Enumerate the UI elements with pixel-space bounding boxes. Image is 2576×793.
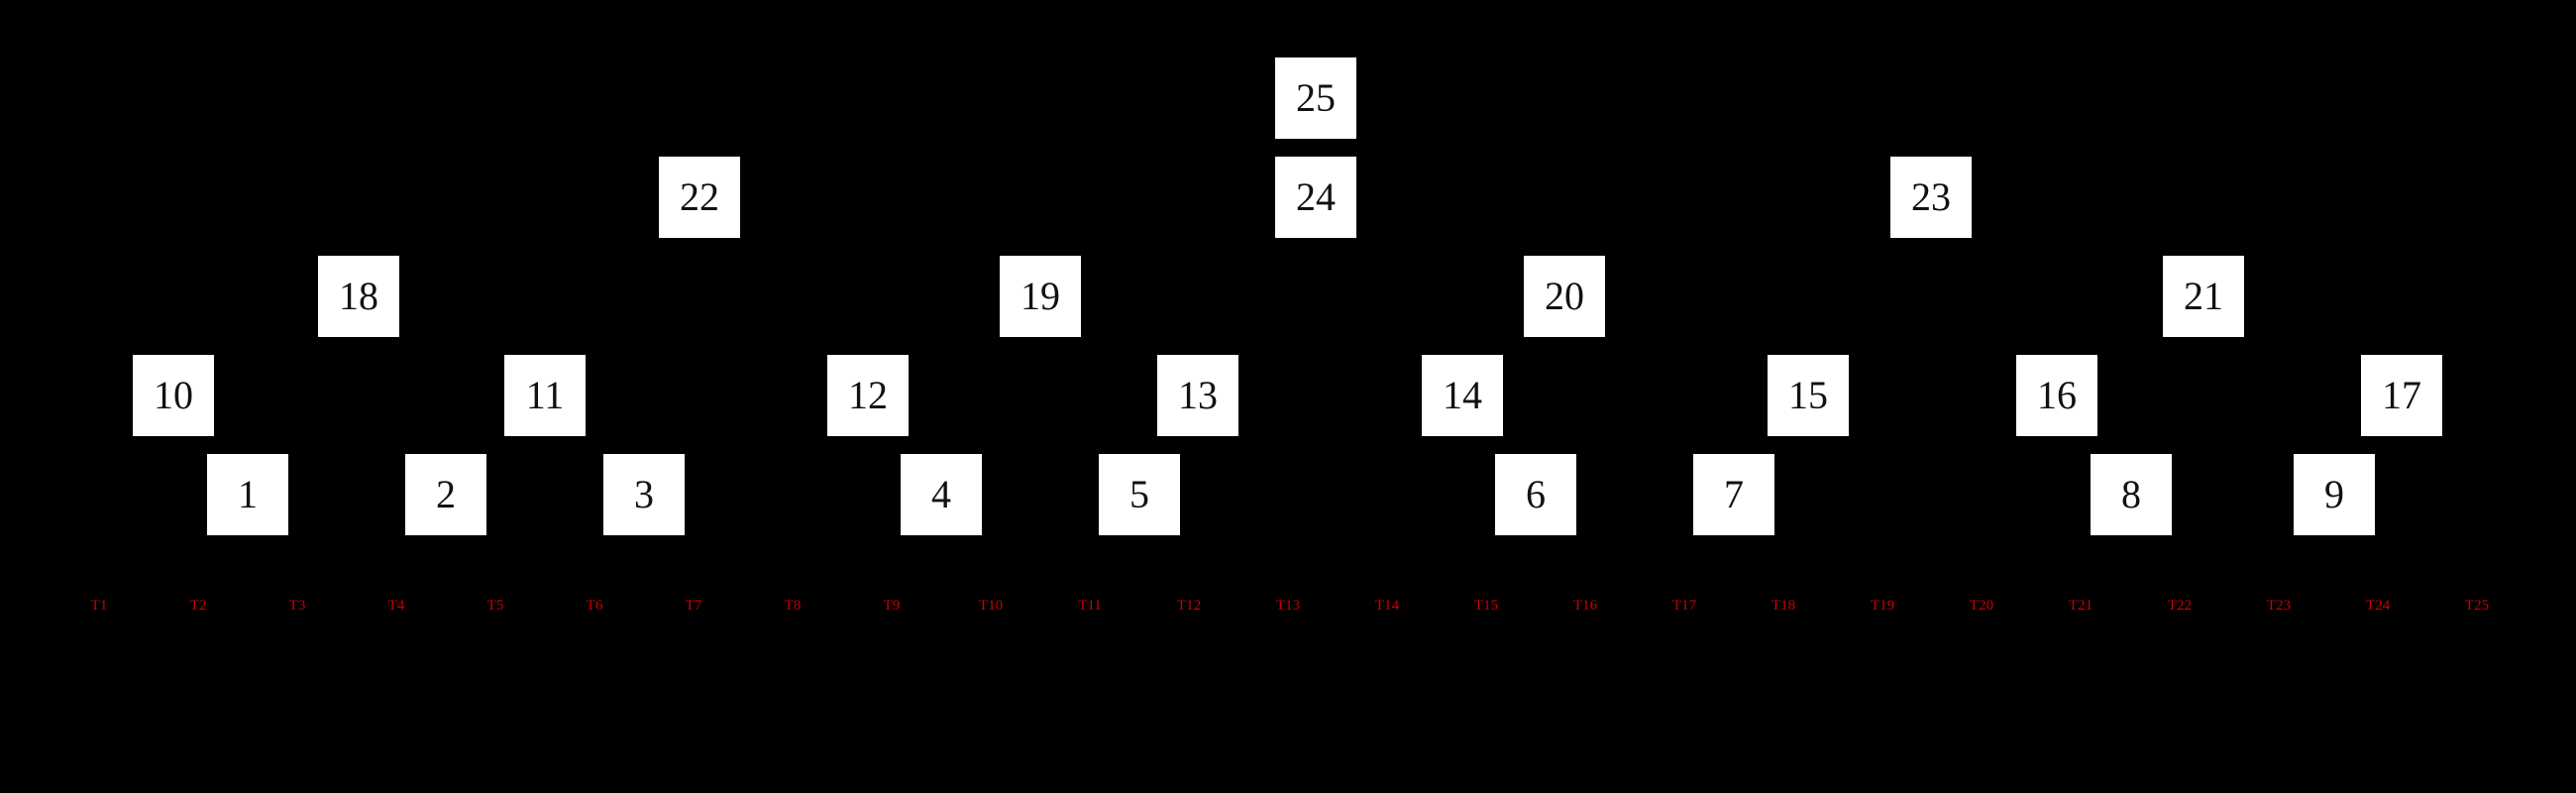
axis-tick-label: T3 — [288, 598, 306, 614]
axis-tick-label: T18 — [1771, 598, 1796, 614]
node-box[interactable]: 8 — [2091, 454, 2172, 535]
node-box[interactable]: 11 — [504, 355, 586, 436]
axis-tick-label: T11 — [1078, 598, 1102, 614]
axis-tick-label: T17 — [1671, 598, 1697, 614]
node-box[interactable]: 16 — [2016, 355, 2097, 436]
node-box[interactable]: 17 — [2361, 355, 2442, 436]
axis-tick-label: T13 — [1275, 598, 1301, 614]
axis-tick-label: T2 — [189, 598, 207, 614]
node-box[interactable]: 24 — [1275, 157, 1356, 238]
axis-tick-label: T16 — [1572, 598, 1598, 614]
axis-tick-label: T6 — [586, 598, 603, 614]
axis-tick-label: T15 — [1473, 598, 1499, 614]
axis-tick-label: T8 — [784, 598, 802, 614]
node-box[interactable]: 13 — [1157, 355, 1238, 436]
node-box[interactable]: 7 — [1693, 454, 1774, 535]
node-box[interactable]: 2 — [405, 454, 486, 535]
node-box[interactable]: 5 — [1099, 454, 1180, 535]
node-box[interactable]: 15 — [1768, 355, 1849, 436]
node-box[interactable]: 19 — [1000, 256, 1081, 337]
axis-tick-label: T12 — [1176, 598, 1202, 614]
axis-tick-label: T9 — [883, 598, 901, 614]
node-box[interactable]: 20 — [1524, 256, 1605, 337]
node-box[interactable]: 25 — [1275, 57, 1356, 139]
axis-tick-label: T25 — [2464, 598, 2490, 614]
axis-tick-label: T5 — [486, 598, 504, 614]
node-box[interactable]: 6 — [1495, 454, 1576, 535]
axis-tick-label: T22 — [2167, 598, 2193, 614]
axis-tick-label: T19 — [1870, 598, 1895, 614]
node-box[interactable]: 18 — [318, 256, 399, 337]
axis-tick-label: T4 — [387, 598, 405, 614]
node-box[interactable]: 4 — [901, 454, 982, 535]
axis-tick-label: T1 — [90, 598, 108, 614]
node-box[interactable]: 1 — [207, 454, 288, 535]
node-box[interactable]: 22 — [659, 157, 740, 238]
axis-tick-label: T21 — [2068, 598, 2093, 614]
axis-tick-label: T10 — [978, 598, 1004, 614]
node-box[interactable]: 9 — [2294, 454, 2375, 535]
node-box[interactable]: 10 — [133, 355, 214, 436]
node-box[interactable]: 12 — [827, 355, 909, 436]
axis-tick-label: T20 — [1969, 598, 1994, 614]
node-box[interactable]: 14 — [1422, 355, 1503, 436]
axis-tick-label: T24 — [2365, 598, 2391, 614]
axis-tick-label: T14 — [1374, 598, 1400, 614]
axis-tick-label: T23 — [2266, 598, 2292, 614]
axis-tick-label: T7 — [685, 598, 702, 614]
node-box[interactable]: 3 — [603, 454, 685, 535]
node-box[interactable]: 21 — [2163, 256, 2244, 337]
node-box[interactable]: 23 — [1890, 157, 1972, 238]
